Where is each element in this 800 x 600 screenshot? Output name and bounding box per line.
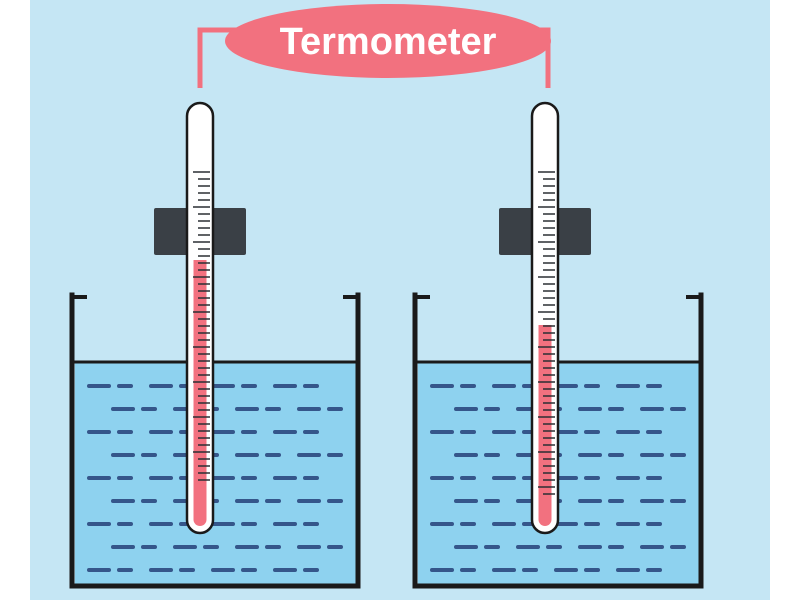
- right-water-particle-dashes: [430, 384, 686, 572]
- left-thermometer: [185, 101, 215, 535]
- label-ellipse: [225, 4, 551, 78]
- left-water-particle-dashes: [87, 384, 343, 572]
- left-beaker: [69, 292, 361, 589]
- left-beaker-water: [75, 363, 356, 585]
- right-beaker-outline: [412, 292, 704, 589]
- label-bracket-left: [197, 27, 245, 88]
- label-callout: Termometer: [197, 4, 551, 88]
- right-thermometer: [530, 101, 560, 535]
- left-beaker-outline: [69, 292, 361, 589]
- left-thermometer-mercury: [193, 260, 207, 526]
- label-text: Termometer: [280, 21, 497, 63]
- right-thermometer-scale: [538, 171, 555, 495]
- right-thermometer-mercury: [538, 325, 552, 526]
- left-thermometer-scale: [193, 171, 210, 481]
